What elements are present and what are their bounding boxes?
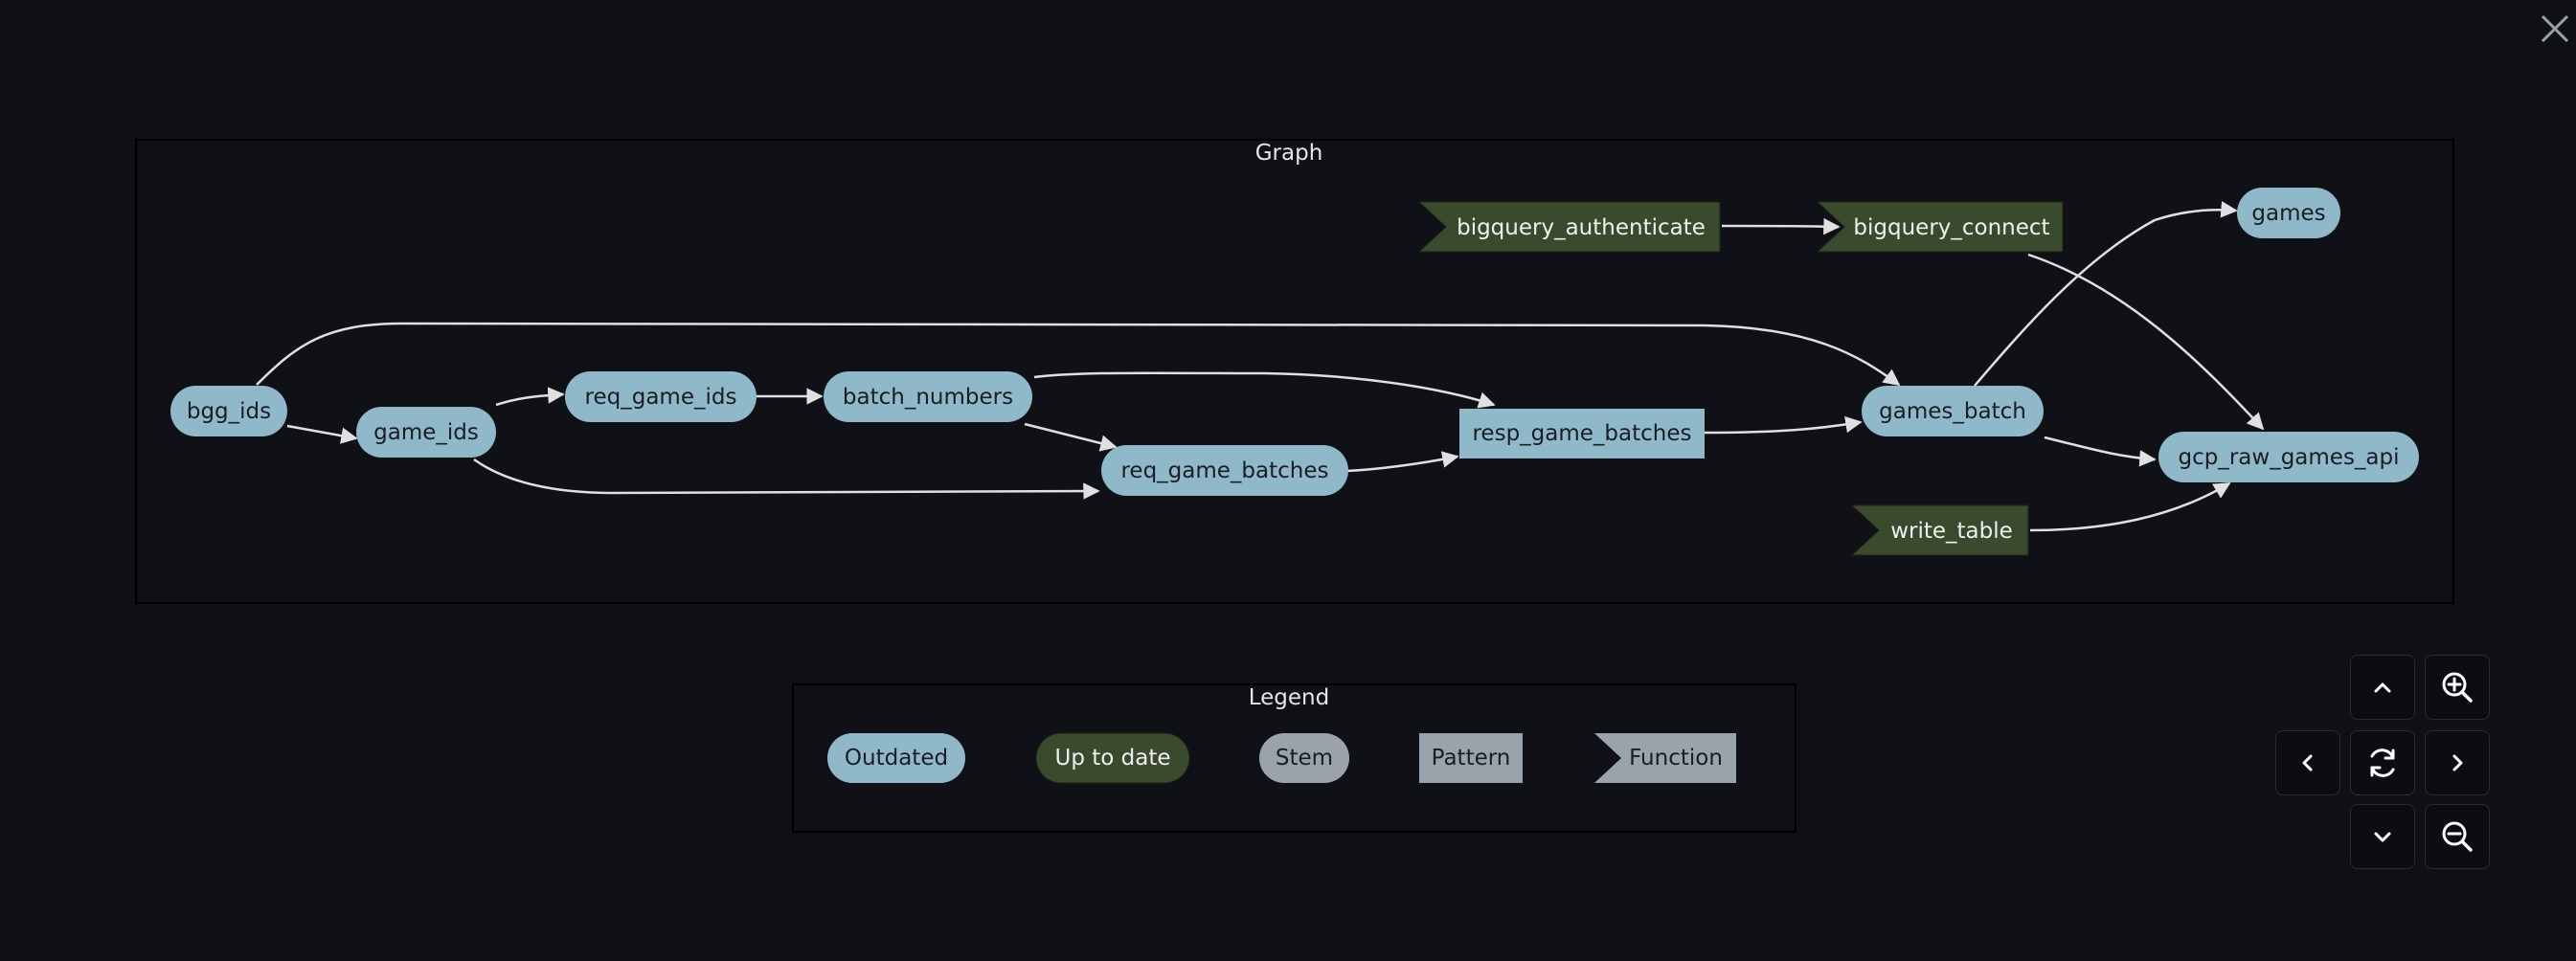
legend-frame [792,683,1796,833]
pan-up-button[interactable] [2350,655,2415,720]
edges [256,201,2265,532]
svg-text:Outdated: Outdated [845,746,948,771]
node-resp_game_batches[interactable]: resp_game_batches [1459,409,1705,458]
node-games_batch[interactable]: games_batch [1862,386,2044,436]
legend-up-to-date: Up to date [1035,732,1190,784]
legend-stem: Stem [1259,733,1349,783]
edge-games_batch-games [1974,201,2238,387]
svg-text:batch_numbers: batch_numbers [843,385,1013,410]
svg-text:games_batch: games_batch [1879,399,2026,424]
node-gcp_raw_games_api[interactable]: gcp_raw_games_api [2158,432,2419,482]
edge-bgg_ids-games_batch [256,322,1901,387]
edge-resp_game_batches-games_batch [1704,415,1863,435]
node-games[interactable]: games [2237,188,2340,238]
svg-text:bigquery_authenticate: bigquery_authenticate [1457,215,1706,240]
svg-text:req_game_ids: req_game_ids [585,385,737,410]
svg-text:bgg_ids: bgg_ids [187,399,271,424]
svg-text:games: games [2251,201,2325,226]
edge-batch_numbers-resp_game_batches [1033,371,1496,409]
svg-text:gcp_raw_games_api: gcp_raw_games_api [2178,445,2399,470]
svg-text:resp_game_batches: resp_game_batches [1472,421,1691,446]
edge-write_table-gcp_raw_games_api [2029,481,2231,532]
legend-pattern: Pattern [1419,733,1523,783]
edge-game_ids-req_game_ids [495,387,565,407]
edge-bgg_ids-game_ids [286,424,358,444]
chevron-down-icon [2374,832,2391,842]
pan-left-button[interactable] [2275,730,2340,795]
close-button[interactable] [2538,11,2572,46]
edge-games_batch-gcp_raw_games_api [2044,436,2157,467]
close-icon [2541,14,2569,43]
zoom-out-button[interactable] [2425,804,2490,869]
node-req_game_batches[interactable]: req_game_batches [1101,445,1348,496]
chevron-right-icon [2452,754,2463,771]
legend-outdated: Outdated [827,733,965,783]
svg-text:Up to date: Up to date [1054,746,1170,771]
node-bgg_ids[interactable]: bgg_ids [170,386,287,436]
chevron-up-icon [2374,682,2391,693]
svg-text:write_table: write_table [1890,519,2013,544]
zoom-in-icon [2442,672,2473,703]
node-batch_numbers[interactable]: batch_numbers [824,371,1032,422]
svg-text:Pattern: Pattern [1432,746,1511,771]
node-bigquery_connect[interactable]: bigquery_connect [1816,201,2064,253]
node-write_table[interactable]: write_table [1850,504,2029,556]
refresh-icon [2370,749,2395,777]
edge-game_ids-req_game_batches [473,458,1100,500]
pan-right-button[interactable] [2425,730,2490,795]
node-game_ids[interactable]: game_ids [356,407,496,458]
pan-down-button[interactable] [2350,804,2415,869]
svg-text:Stem: Stem [1276,746,1333,771]
zoom-out-icon [2442,821,2473,852]
svg-text:Function: Function [1629,746,1723,771]
svg-text:bigquery_connect: bigquery_connect [1853,215,2049,240]
zoom-in-button[interactable] [2425,655,2490,720]
graph-title: Graph [1255,141,1323,166]
edge-req_game_batches-resp_game_batches [1346,451,1459,473]
graph-frame [135,139,2454,604]
legend-function: Function [1594,733,1736,783]
edge-bigquery_authenticate-bigquery_connect [1721,217,1841,235]
legend-title: Legend [1249,685,1330,710]
chevron-left-icon [2302,754,2313,771]
svg-text:req_game_batches: req_game_batches [1120,458,1328,483]
node-req_game_ids[interactable]: req_game_ids [565,371,757,422]
reset-view-button[interactable] [2350,730,2415,795]
svg-text:game_ids: game_ids [373,420,479,445]
edge-bigquery_connect-gcp_raw_games_api [2027,253,2265,431]
node-bigquery_authenticate[interactable]: bigquery_authenticate [1417,201,1721,253]
edge-batch_numbers-req_game_batches [1024,422,1118,452]
